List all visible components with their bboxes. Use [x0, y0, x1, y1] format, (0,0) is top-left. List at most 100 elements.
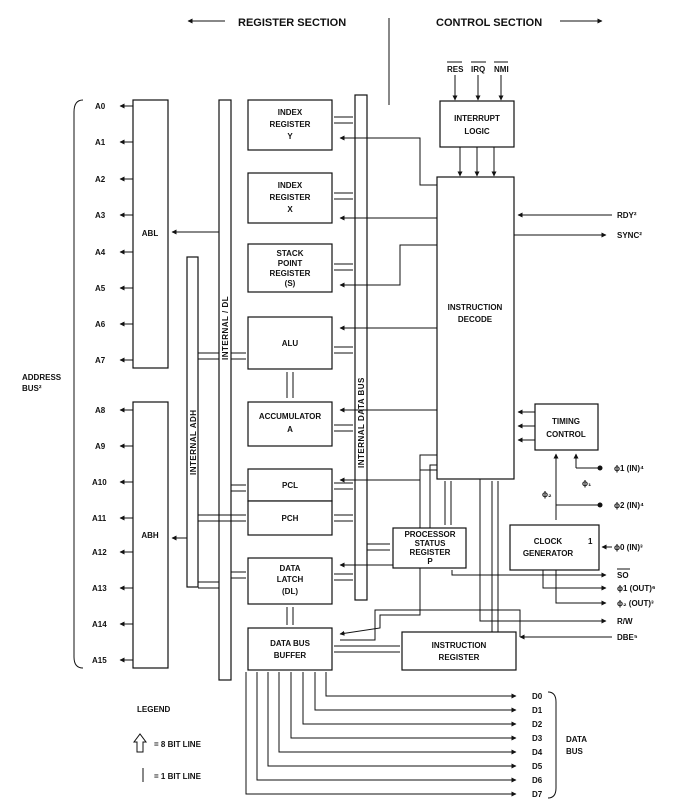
data-line-label: D6	[532, 776, 543, 785]
rw-arrow	[479, 479, 607, 624]
data-bus-label-2: BUS	[566, 747, 584, 756]
instruction-register-block	[401, 631, 517, 671]
connector-buffer-ir	[334, 645, 400, 653]
stack-line: REGISTER	[270, 269, 311, 278]
address-line-label: A15	[92, 656, 107, 665]
connector-latch-dl	[231, 571, 246, 579]
data-bus-buffer-block	[247, 627, 333, 671]
legend-one-bit: = 1 BIT LINE	[154, 772, 202, 781]
stack-point-register	[247, 243, 333, 293]
internal-dl-bus	[218, 99, 232, 681]
stack-line: STACK	[277, 249, 304, 258]
stack-line: (S)	[285, 279, 296, 288]
index-y-line: INDEX	[278, 108, 303, 117]
instruction-decode-line: INSTRUCTION	[448, 303, 503, 312]
clock-generator-block	[509, 524, 600, 571]
ctl-pcl	[339, 454, 437, 483]
clock-generator-number: 1	[588, 537, 593, 546]
connector-pcl	[334, 482, 353, 490]
connector-adh-pch	[198, 514, 246, 522]
rdy-label: RDY²	[617, 211, 637, 220]
dbe-route	[340, 609, 521, 641]
data-bus-buffer-line: BUFFER	[274, 651, 307, 660]
address-line-label: A4	[95, 248, 106, 257]
data-line-label: D2	[532, 720, 543, 729]
address-line-label: A9	[95, 442, 106, 451]
control-section-title: CONTROL SECTION	[436, 17, 542, 29]
dbe-label: DBE⁵	[617, 633, 638, 642]
clock-generator-line: GENERATOR	[523, 549, 574, 558]
connector-alu-acc	[286, 372, 294, 398]
data-line-d5	[267, 672, 517, 769]
phi1-in-dot	[597, 465, 603, 471]
data-bus-bracket	[547, 691, 557, 799]
connector-acc	[334, 424, 353, 432]
data-line-label: D1	[532, 706, 543, 715]
phi2-in-label: ϕ2 (IN)⁴	[614, 501, 644, 510]
data-line-d3	[290, 672, 517, 741]
internal-adh-label: INTERNAL ADH	[189, 409, 198, 475]
connector-latch-buffer	[286, 607, 294, 625]
data-line-d2	[302, 672, 517, 727]
instruction-register-line: REGISTER	[439, 653, 480, 662]
data-bus-label: DATA	[566, 735, 587, 744]
ctl-y	[339, 135, 437, 186]
connector-y	[334, 116, 353, 124]
abl-label: ABL	[142, 229, 159, 238]
alu-block	[247, 316, 333, 370]
phi2-out-label: ϕ₂ (OUT)³	[617, 599, 654, 608]
legend-title: LEGEND	[137, 705, 171, 714]
eight-bit-line-icon	[133, 733, 147, 753]
connector-x	[334, 192, 353, 200]
sync-label: SYNC²	[617, 231, 642, 240]
alu-label: ALU	[282, 339, 299, 348]
address-line-label: A5	[95, 284, 106, 293]
pch-label: PCH	[282, 514, 299, 523]
internal-adh-bus	[186, 256, 199, 588]
data-latch-block	[247, 557, 333, 605]
address-line-label: A11	[92, 514, 107, 523]
decode-p-connector	[444, 481, 452, 525]
timing-control-line: CONTROL	[546, 430, 586, 439]
accumulator-line: A	[287, 425, 293, 434]
index-x-line: X	[287, 205, 293, 214]
timing-control-line: TIMING	[552, 417, 580, 426]
so-label: SO	[617, 571, 629, 580]
data-line-d1	[314, 672, 517, 713]
register-section-title: REGISTER SECTION	[238, 17, 346, 29]
address-line-label: A7	[95, 356, 106, 365]
data-line-d6	[256, 672, 517, 783]
ctl-s	[339, 244, 437, 288]
data-bus-buffer-line: DATA BUS	[270, 639, 311, 648]
index-x-line: REGISTER	[270, 193, 311, 202]
abh-label: ABH	[141, 531, 159, 540]
data-line-d4	[278, 672, 517, 755]
accumulator-line: ACCUMULATOR	[259, 412, 322, 421]
data-bus-lines: D0 D1 D2 D3 D4 D5 D6 D7	[245, 672, 543, 799]
address-bus-label: ADDRESS	[22, 373, 62, 382]
connector-alu	[334, 346, 353, 354]
data-latch-line: DATA	[279, 564, 300, 573]
processor-status-line: STATUS	[415, 539, 446, 548]
phi1-out-arrow	[542, 570, 607, 591]
processor-status-register-block	[392, 527, 467, 569]
phi0-in-label: ϕ0 (IN)³	[614, 543, 643, 552]
index-register-y	[247, 99, 333, 151]
phi1-out-label: ϕ1 (OUT)⁶	[617, 584, 656, 593]
processor-status-line: P	[427, 557, 433, 566]
abh-block	[132, 401, 169, 669]
connector-dl	[334, 573, 353, 581]
address-line-label: A2	[95, 175, 106, 184]
eight-bit-connectors	[198, 116, 400, 653]
index-y-line: Y	[287, 132, 293, 141]
address-line-label: A14	[92, 620, 107, 629]
legend-eight-bit: = 8 BIT LINE	[154, 740, 202, 749]
address-bus-bracket	[73, 99, 84, 669]
irq-label: IRQ	[471, 65, 485, 74]
address-line-label: A0	[95, 102, 106, 111]
index-x-line: INDEX	[278, 181, 303, 190]
internal-data-bus	[354, 94, 368, 601]
data-latch-line: LATCH	[277, 575, 304, 584]
index-register-x	[247, 172, 333, 224]
